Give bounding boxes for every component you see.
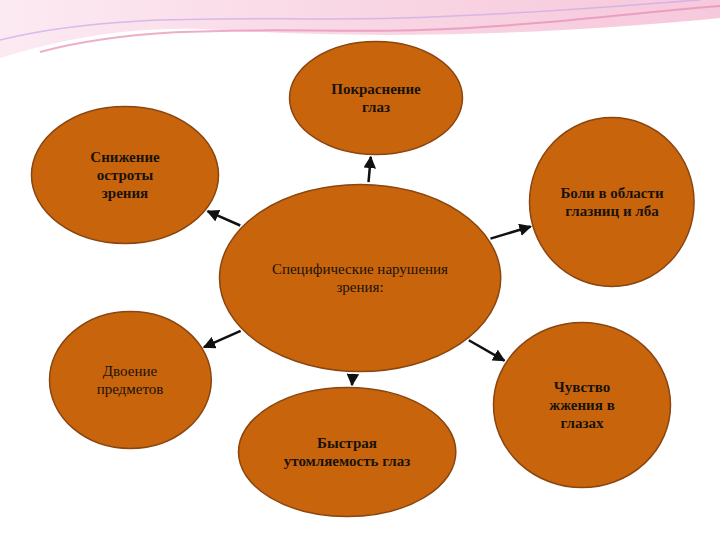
ellipse-shape [238,388,455,517]
node-label: Покраснение глаз [320,80,432,116]
arrow-connector [469,340,505,360]
arrow-connector [351,374,354,385]
node-label: Снижение остроты зрения [75,148,175,202]
ellipse-outline [528,116,696,288]
ellipse-node: Быстрая утомляемость глаз [237,386,457,518]
node-text-wrap: Быстрая утомляемость глаз [272,434,422,470]
ellipse-shape [49,312,211,449]
node-label: Специфические нарушения зрения: [262,260,458,296]
ellipse-outline [237,386,457,518]
arrow-connector [369,157,371,182]
ellipse-shape [530,118,695,287]
swoosh-curve [0,0,700,40]
ellipse-shape [32,107,219,244]
arrow-connector [490,227,530,239]
node-text-wrap: Двоение предметов [75,362,185,398]
ellipse-node: Специфические нарушения зрения: [218,183,502,373]
ellipse-shape [290,42,463,155]
node-text-wrap: Специфические нарушения зрения: [262,260,458,296]
ellipse-node: Боли в области глазниц и лба [528,116,696,288]
node-text-wrap: Боли в области глазниц и лба [556,184,668,220]
node-text-wrap: Покраснение глаз [320,80,432,116]
ellipse-node: Двоение предметов [48,310,213,450]
ellipse-node: Чувство жжения в глазах [492,321,672,489]
ellipse-node: Покраснение глаз [288,40,464,156]
ellipse-shape [219,185,500,372]
node-text-wrap: Чувство жжения в глазах [527,378,637,432]
node-label: Быстрая утомляемость глаз [272,434,422,470]
node-label: Двоение предметов [75,362,185,398]
ellipse-outline [288,40,464,156]
ellipse-outline [218,183,502,373]
arrow-connector [204,331,241,347]
ellipse-outline [48,310,213,450]
ellipse-node: Снижение остроты зрения [30,105,220,245]
node-label: Боли в области глазниц и лба [556,184,668,220]
node-label: Чувство жжения в глазах [527,378,637,432]
arrow-connector [208,211,241,225]
node-text-wrap: Снижение остроты зрения [75,148,175,202]
ellipse-shape [494,323,671,488]
